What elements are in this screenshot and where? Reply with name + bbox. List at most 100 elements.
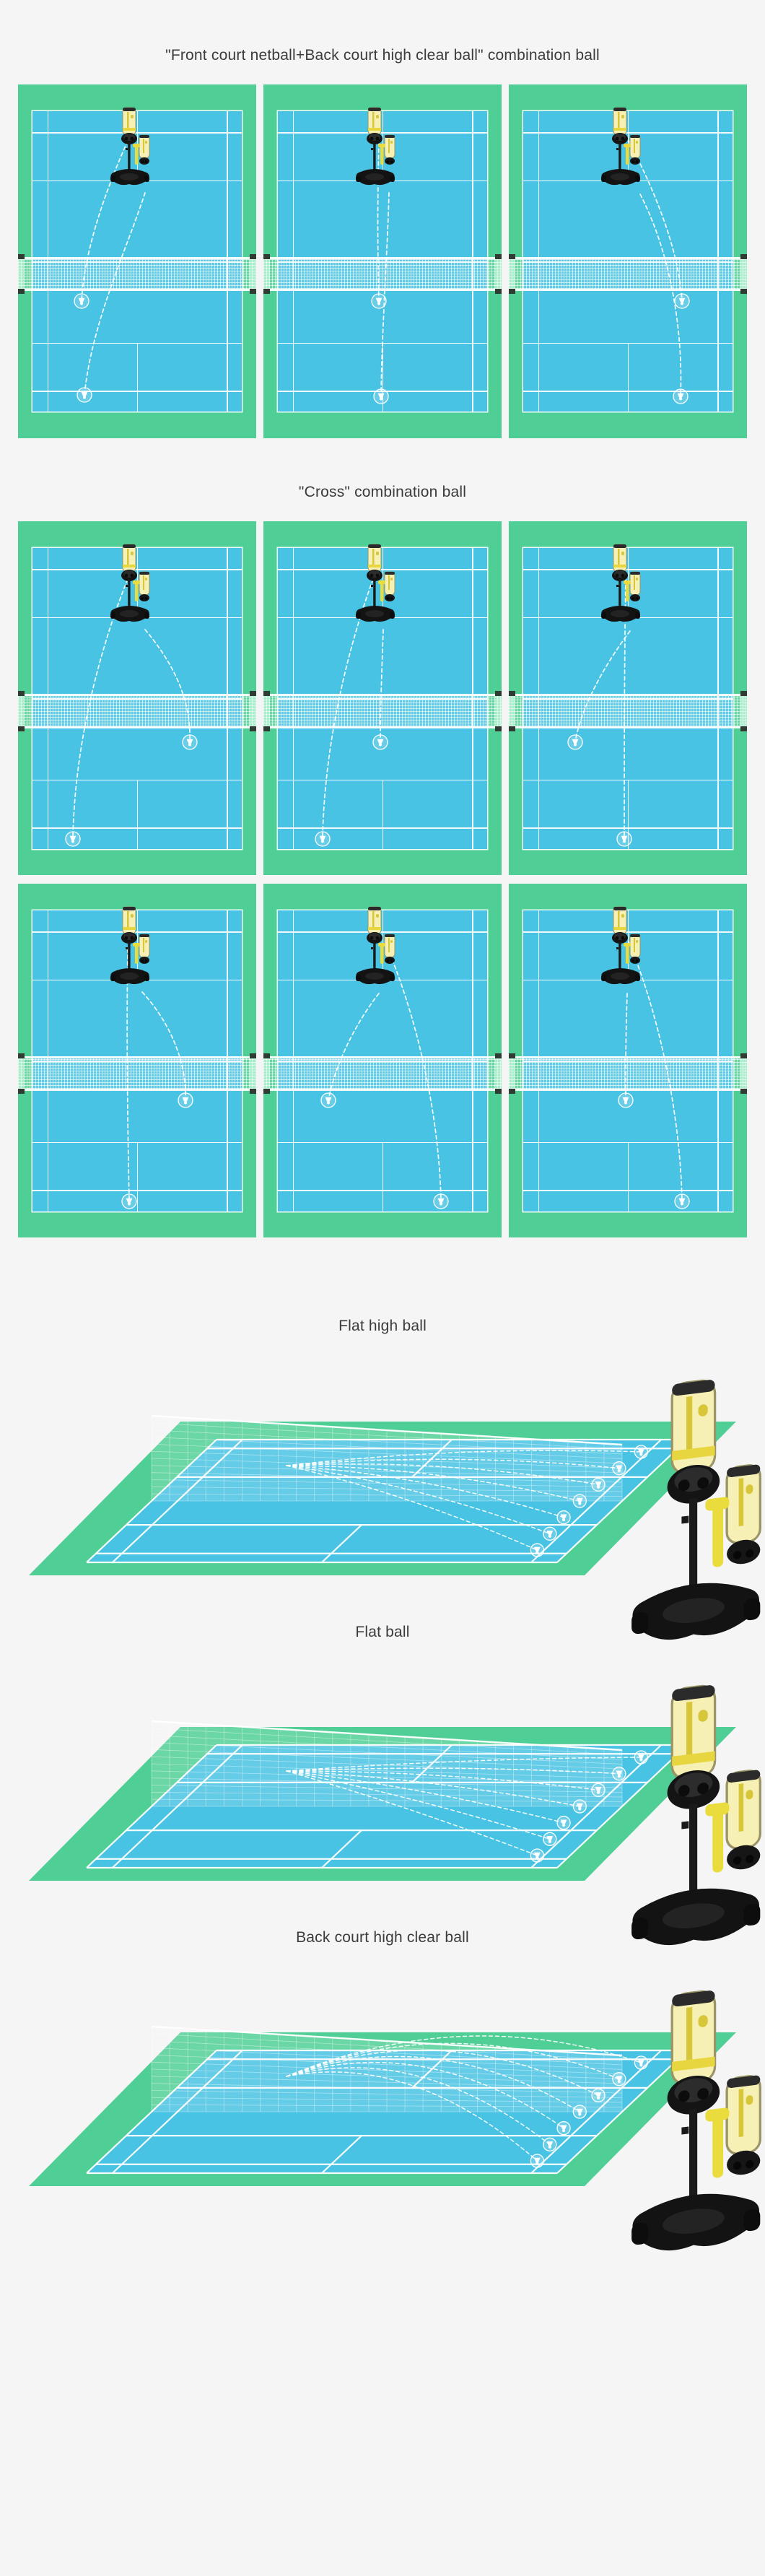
court-panel-cross-center-back-right-front bbox=[18, 884, 256, 1238]
net-post bbox=[263, 1053, 270, 1094]
court-line bbox=[86, 1744, 217, 1868]
net-post-cap bbox=[263, 691, 270, 697]
court-line bbox=[86, 2050, 217, 2174]
shuttlecock-landing-marker bbox=[591, 2088, 606, 2102]
net-mesh-line bbox=[151, 1777, 623, 1788]
net-mesh-line bbox=[151, 1479, 623, 1487]
court-line-horizontal bbox=[523, 180, 733, 182]
shot-trajectory bbox=[286, 2071, 538, 2162]
net-post bbox=[495, 691, 502, 731]
court-line-horizontal bbox=[278, 617, 487, 619]
badminton-net bbox=[509, 1056, 747, 1091]
court-line bbox=[321, 1829, 362, 1868]
net-mesh-line bbox=[151, 1784, 623, 1793]
badminton-net bbox=[509, 256, 747, 292]
net-mesh-line bbox=[151, 1770, 623, 1783]
shuttlecock-landing-marker bbox=[530, 2154, 545, 2168]
perspective-court-flat-ball bbox=[0, 1650, 765, 1945]
court-surface bbox=[87, 1439, 687, 1562]
net-post bbox=[263, 253, 270, 295]
court-line bbox=[411, 2050, 453, 2089]
court-line-horizontal bbox=[523, 617, 733, 619]
court-panel-right-placement bbox=[509, 84, 747, 439]
net-post-cap bbox=[495, 1088, 502, 1094]
court-line-centre bbox=[136, 548, 139, 617]
net-post-cap bbox=[250, 1053, 256, 1059]
badminton-net bbox=[18, 1056, 256, 1091]
shot-trajectory bbox=[286, 1770, 551, 1840]
net-mesh-line bbox=[151, 1735, 623, 1760]
net-tape bbox=[151, 1414, 623, 1445]
net-post-cap bbox=[495, 726, 502, 731]
net-post-cap bbox=[18, 691, 25, 697]
net-post-cap bbox=[263, 1088, 270, 1094]
net-mesh-line bbox=[151, 1486, 623, 1492]
shot-trajectory bbox=[286, 2049, 599, 2097]
net-post-cap bbox=[509, 691, 515, 697]
court-line-centre bbox=[627, 342, 629, 412]
court-surface bbox=[87, 1744, 687, 1868]
net-mesh-line bbox=[151, 2040, 623, 2066]
net-post bbox=[250, 253, 256, 295]
shuttlecock-landing-marker bbox=[572, 1799, 587, 1814]
net-mesh-line bbox=[151, 2097, 623, 2103]
net-post bbox=[740, 253, 747, 295]
net-post bbox=[495, 1053, 502, 1094]
perspective-court bbox=[29, 1720, 736, 1881]
perspective-court-flat-high-ball bbox=[0, 1345, 765, 1640]
court-panel-center-placement bbox=[263, 84, 502, 439]
net-mesh-line bbox=[151, 1749, 623, 1770]
court-surface bbox=[18, 548, 256, 849]
court-line bbox=[556, 1744, 688, 1868]
badminton-net bbox=[263, 694, 502, 728]
court-line-horizontal bbox=[278, 180, 487, 182]
shot-trajectory bbox=[286, 2035, 642, 2077]
badminton-net bbox=[509, 694, 747, 728]
court-row-cross-2 bbox=[0, 884, 765, 1238]
net-post bbox=[509, 1053, 515, 1094]
net-post bbox=[18, 691, 25, 731]
shuttlecock-landing-marker bbox=[543, 1832, 557, 1846]
court-line bbox=[86, 1438, 217, 1563]
net-post-cap bbox=[18, 1053, 25, 1059]
court-line-centre bbox=[627, 779, 629, 849]
net-post-cap bbox=[18, 1088, 25, 1094]
court-surface bbox=[509, 910, 747, 1211]
net-post-cap bbox=[495, 289, 502, 295]
perspective-court bbox=[29, 2025, 736, 2186]
badminton-net bbox=[18, 256, 256, 292]
badminton-net bbox=[152, 1720, 622, 1806]
shuttlecock-landing-marker bbox=[530, 1542, 545, 1557]
net-post bbox=[495, 253, 502, 295]
net-post-cap bbox=[740, 691, 747, 697]
net-post-cap bbox=[509, 726, 515, 731]
net-post-cap bbox=[263, 289, 270, 295]
net-post-cap bbox=[263, 726, 270, 731]
shuttlecock-landing-marker bbox=[591, 1477, 606, 1492]
shuttlecock-landing-marker bbox=[556, 2120, 571, 2136]
court-surface bbox=[263, 548, 502, 849]
court-line bbox=[112, 2050, 243, 2174]
net-post-cap bbox=[250, 289, 256, 295]
court-line bbox=[530, 1438, 662, 1563]
court-line bbox=[112, 1438, 243, 1563]
shuttlecock-landing-marker bbox=[612, 1766, 626, 1781]
badminton-net bbox=[18, 694, 256, 728]
court-line-centre bbox=[382, 548, 384, 617]
court-line-centre bbox=[136, 342, 139, 412]
court-line-centre bbox=[627, 910, 629, 980]
court-line-centre bbox=[382, 779, 384, 849]
net-post-cap bbox=[250, 1088, 256, 1094]
court-surface bbox=[263, 110, 502, 412]
net-mesh-line bbox=[151, 2083, 623, 2094]
net-mesh-line bbox=[151, 1458, 623, 1473]
court-line-horizontal bbox=[523, 979, 733, 981]
section-title-cross-combination: "Cross" combination ball bbox=[298, 484, 467, 501]
net-mesh-line bbox=[151, 2054, 623, 2075]
court-line bbox=[556, 2050, 688, 2174]
court-panel-cross-right-back-center-front bbox=[509, 884, 747, 1238]
shuttlecock-landing-marker bbox=[543, 2137, 557, 2151]
net-mesh-line bbox=[151, 1422, 623, 1450]
shot-trajectory bbox=[286, 1464, 551, 1534]
court-line-centre bbox=[382, 110, 384, 180]
